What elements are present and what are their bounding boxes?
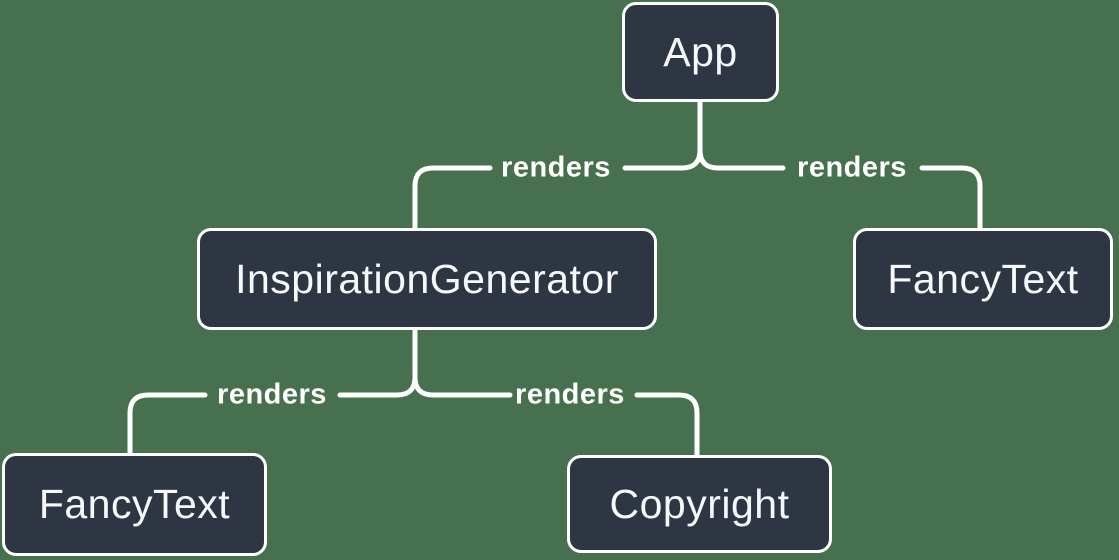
- node-copyright: Copyright: [567, 455, 832, 553]
- edge-inspirationgenerator-copyright-line: [412, 374, 700, 458]
- edge-label-app-fancytext: renders: [797, 151, 907, 184]
- node-inspiration-generator-label: InspirationGenerator: [235, 255, 619, 302]
- node-app: App: [622, 2, 779, 102]
- node-app-label: App: [663, 28, 738, 75]
- node-fancy-text-bottom-left-label: FancyText: [38, 481, 231, 527]
- node-fancy-text-bottom-left: FancyText: [2, 453, 267, 556]
- node-fancy-text-top-right: FancyText: [853, 228, 1113, 330]
- edge-app-fancytext-line: [697, 147, 983, 231]
- edge-label-app-inspirationgenerator: renders: [501, 151, 611, 184]
- node-copyright-label: Copyright: [609, 480, 790, 527]
- edge-label-inspirationgenerator-fancytext: renders: [217, 378, 327, 411]
- node-fancy-text-top-right-label: FancyText: [887, 255, 1079, 302]
- node-inspiration-generator: InspirationGenerator: [197, 228, 657, 330]
- edge-label-inspirationgenerator-copyright: renders: [515, 378, 625, 411]
